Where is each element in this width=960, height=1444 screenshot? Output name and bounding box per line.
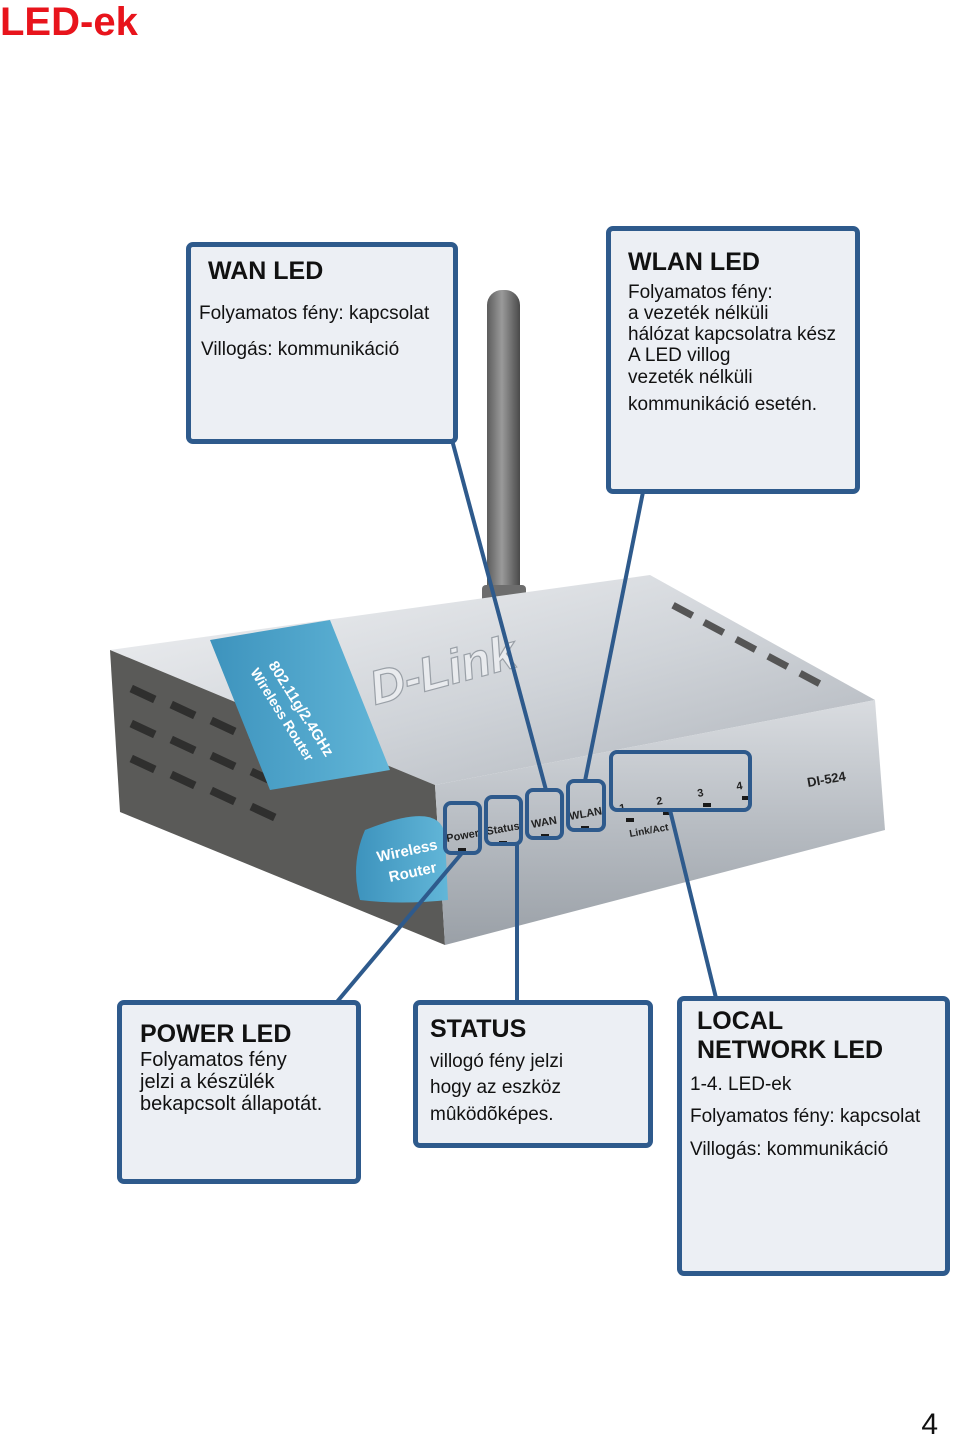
spec-badge: [210, 620, 390, 790]
local-led-title2: NETWORK LED: [697, 1036, 884, 1064]
power-led-line2: jelzi a készülék: [140, 1071, 275, 1093]
port-number-4: 4: [735, 780, 744, 793]
wan-led-line2: Villogás: kommunikáció: [201, 339, 400, 360]
status-led-callout: STATUS villogó fény jelzi hogy az eszköz…: [413, 1000, 653, 1148]
local-led-line1: 1-4. LED-ek: [690, 1074, 792, 1095]
wlan-led-line6: kommunikáció esetén.: [628, 394, 818, 415]
wan-led-line1: Folyamatos fény: kapcsolat: [199, 303, 430, 324]
wlan-led-line1: Folyamatos fény:: [628, 282, 773, 303]
side-badge: Wireless Router: [356, 816, 448, 903]
status-led-line3: mûködõképes.: [430, 1104, 554, 1125]
local-led-line3: Villogás: kommunikáció: [690, 1139, 889, 1160]
status-led-line1: villogó fény jelzi: [430, 1051, 564, 1072]
status-led-title: STATUS: [430, 1015, 527, 1043]
local-led-line2: Folyamatos fény: kapcsolat: [690, 1106, 921, 1127]
local-led-title1: LOCAL: [697, 1007, 784, 1035]
page-number: 4: [921, 1408, 938, 1441]
highlight-power: [443, 801, 482, 855]
front-label-status: Status: [485, 820, 520, 838]
front-label-wlan: WLAN: [568, 805, 603, 823]
port-number-3: 3: [696, 787, 704, 800]
router-front: [435, 700, 885, 945]
highlight-status: [484, 795, 523, 846]
port-number-2: 2: [655, 795, 663, 808]
highlight-ports: [609, 750, 752, 812]
wlan-led-line3: hálózat kapcsolatra kész: [628, 324, 837, 345]
power-led-line3: bekapcsolt állapotát.: [140, 1093, 323, 1115]
wan-led-title: WAN LED: [208, 257, 324, 285]
line-wan: [450, 439, 548, 791]
line-power: [334, 851, 464, 1005]
power-led-callout: POWER LED Folyamatos fény jelzi a készül…: [117, 1000, 361, 1184]
page-title: LED-ek: [0, 0, 138, 44]
power-led-title: POWER LED: [140, 1020, 292, 1048]
status-led-line2: hogy az eszköz: [430, 1077, 561, 1098]
top-vents: [671, 602, 822, 687]
line-wlan: [583, 491, 645, 782]
wlan-led-title: WLAN LED: [628, 248, 760, 276]
line-local: [668, 809, 718, 999]
wlan-led-callout: WLAN LED Folyamatos fény: a vezeték nélk…: [606, 226, 860, 494]
wlan-led-line5: vezeték nélküli: [628, 367, 753, 388]
model-label: DI-524: [806, 768, 848, 790]
wan-led-callout: WAN LED Folyamatos fény: kapcsolat Villo…: [186, 242, 458, 444]
power-led-line1: Folyamatos fény: [140, 1049, 287, 1071]
connector-lines: [334, 439, 718, 1005]
antenna: [482, 290, 526, 615]
front-label-wan: WAN: [530, 815, 557, 831]
local-network-led-callout: LOCAL NETWORK LED 1-4. LED-ek Folyamatos…: [677, 996, 950, 1276]
wlan-led-line2: a vezeték nélküli: [628, 303, 769, 324]
wlan-led-line4: A LED villog: [628, 345, 731, 366]
front-label-power: Power: [445, 827, 480, 845]
